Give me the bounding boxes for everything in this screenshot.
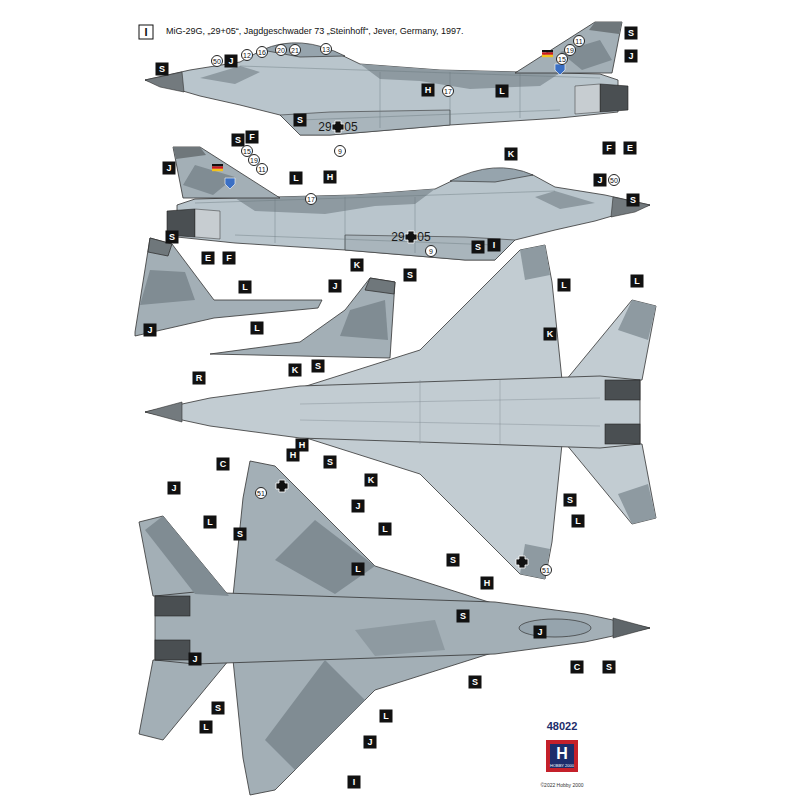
callout-letter: F bbox=[223, 252, 236, 265]
callout-letter: K bbox=[505, 148, 518, 161]
national-insignia bbox=[332, 121, 417, 243]
callout-letter: S bbox=[312, 360, 325, 373]
callout-letter: L bbox=[496, 85, 509, 98]
callout-number: 12 bbox=[241, 49, 253, 61]
callout-letter: C bbox=[217, 458, 230, 471]
profile-number: I bbox=[139, 25, 154, 40]
callout-letter: H bbox=[422, 84, 435, 97]
callout-letter: I bbox=[488, 239, 501, 252]
callout-number: 51 bbox=[540, 564, 552, 576]
callout-letter: I bbox=[348, 776, 361, 789]
tail-flag bbox=[212, 50, 565, 189]
callout-letter: L bbox=[572, 515, 585, 528]
callout-letter: L bbox=[204, 516, 217, 529]
callout-letter: L bbox=[200, 721, 213, 734]
callout-letter: J bbox=[534, 626, 547, 639]
callout-letter: L bbox=[352, 563, 365, 576]
callout-letter: J bbox=[329, 280, 342, 293]
callout-letter: F bbox=[246, 131, 259, 144]
top-view bbox=[139, 461, 650, 795]
brand-logo-box bbox=[546, 740, 578, 772]
callout-number: 50 bbox=[211, 55, 223, 67]
callout-letter: J bbox=[144, 324, 157, 337]
callout-letter: J bbox=[225, 55, 238, 68]
callout-letter: L bbox=[558, 279, 571, 292]
kit-number: 48022 bbox=[547, 721, 578, 732]
callout-letter: S bbox=[472, 241, 485, 254]
callout-letter: J bbox=[364, 736, 377, 749]
callout-letter: J bbox=[168, 482, 181, 495]
callout-letter: S bbox=[469, 676, 482, 689]
callout-letter: S bbox=[457, 610, 470, 623]
callout-letter: L bbox=[631, 275, 644, 288]
serial-marking: 05 bbox=[417, 231, 430, 243]
serial-marking: 29 bbox=[318, 121, 331, 133]
callout-number: 21 bbox=[289, 44, 301, 56]
callout-letter: H bbox=[481, 577, 494, 590]
callout-letter: K bbox=[351, 259, 364, 272]
callout-letter: S bbox=[232, 134, 245, 147]
callout-letter: C bbox=[571, 661, 584, 674]
brand-logo: H bbox=[556, 746, 568, 762]
callout-number: 51 bbox=[255, 487, 267, 499]
callout-letter: E bbox=[202, 252, 215, 265]
callout-letter: E bbox=[624, 142, 637, 155]
callout-number: 50 bbox=[608, 174, 620, 186]
callout-number: 16 bbox=[256, 46, 268, 58]
side-view-right bbox=[167, 147, 650, 260]
callout-letter: S bbox=[324, 456, 337, 469]
callout-number: 20 bbox=[275, 44, 287, 56]
callout-letter: S bbox=[234, 528, 247, 541]
callout-letter: S bbox=[156, 63, 169, 76]
callout-letter: S bbox=[212, 702, 225, 715]
callout-letter: R bbox=[193, 372, 206, 385]
callout-letter: S bbox=[625, 27, 638, 40]
callout-letter: K bbox=[544, 328, 557, 341]
callout-letter: J bbox=[594, 174, 607, 187]
callout-letter: H bbox=[287, 449, 300, 462]
callout-number: 11 bbox=[256, 163, 268, 175]
callout-letter: J bbox=[625, 50, 638, 63]
callout-letter: S bbox=[447, 554, 460, 567]
callout-letter: K bbox=[289, 364, 302, 377]
callout-number: 13 bbox=[320, 43, 332, 55]
callout-letter: J bbox=[163, 162, 176, 175]
title: MiG-29G, „29+05“, Jagdgeschwader 73 „Ste… bbox=[166, 27, 464, 36]
callout-letter: L bbox=[379, 523, 392, 536]
callout-number: 17 bbox=[305, 193, 317, 205]
serial-marking: 05 bbox=[344, 121, 357, 133]
copyright: ©2022 Hobby 2000 bbox=[540, 783, 583, 788]
callout-number: 17 bbox=[442, 85, 454, 97]
callout-letter: J bbox=[189, 653, 202, 666]
callout-letter: H bbox=[324, 171, 337, 184]
callout-letter: S bbox=[404, 269, 417, 282]
callout-letter: L bbox=[239, 281, 252, 294]
callout-letter: J bbox=[352, 500, 365, 513]
callout-number: 9 bbox=[334, 145, 346, 157]
brand-name: HOBBY 2000 bbox=[550, 764, 574, 768]
callout-letter: S bbox=[166, 231, 179, 244]
serial-marking: 29 bbox=[391, 231, 404, 243]
callout-number: 15 bbox=[556, 53, 568, 65]
callout-letter: S bbox=[564, 494, 577, 507]
callout-number: 11 bbox=[573, 35, 585, 47]
callout-letter: S bbox=[294, 114, 307, 127]
callout-letter: S bbox=[603, 661, 616, 674]
underside-view bbox=[145, 245, 656, 579]
callout-letter: F bbox=[603, 142, 616, 155]
fin-views bbox=[135, 238, 395, 358]
callout-number: 9 bbox=[425, 245, 437, 257]
callout-letter: K bbox=[365, 474, 378, 487]
callout-letter: L bbox=[380, 710, 393, 723]
side-view-left bbox=[145, 22, 628, 135]
callout-letter: S bbox=[627, 194, 640, 207]
callout-letter: L bbox=[290, 172, 303, 185]
callout-letter: L bbox=[251, 322, 264, 335]
